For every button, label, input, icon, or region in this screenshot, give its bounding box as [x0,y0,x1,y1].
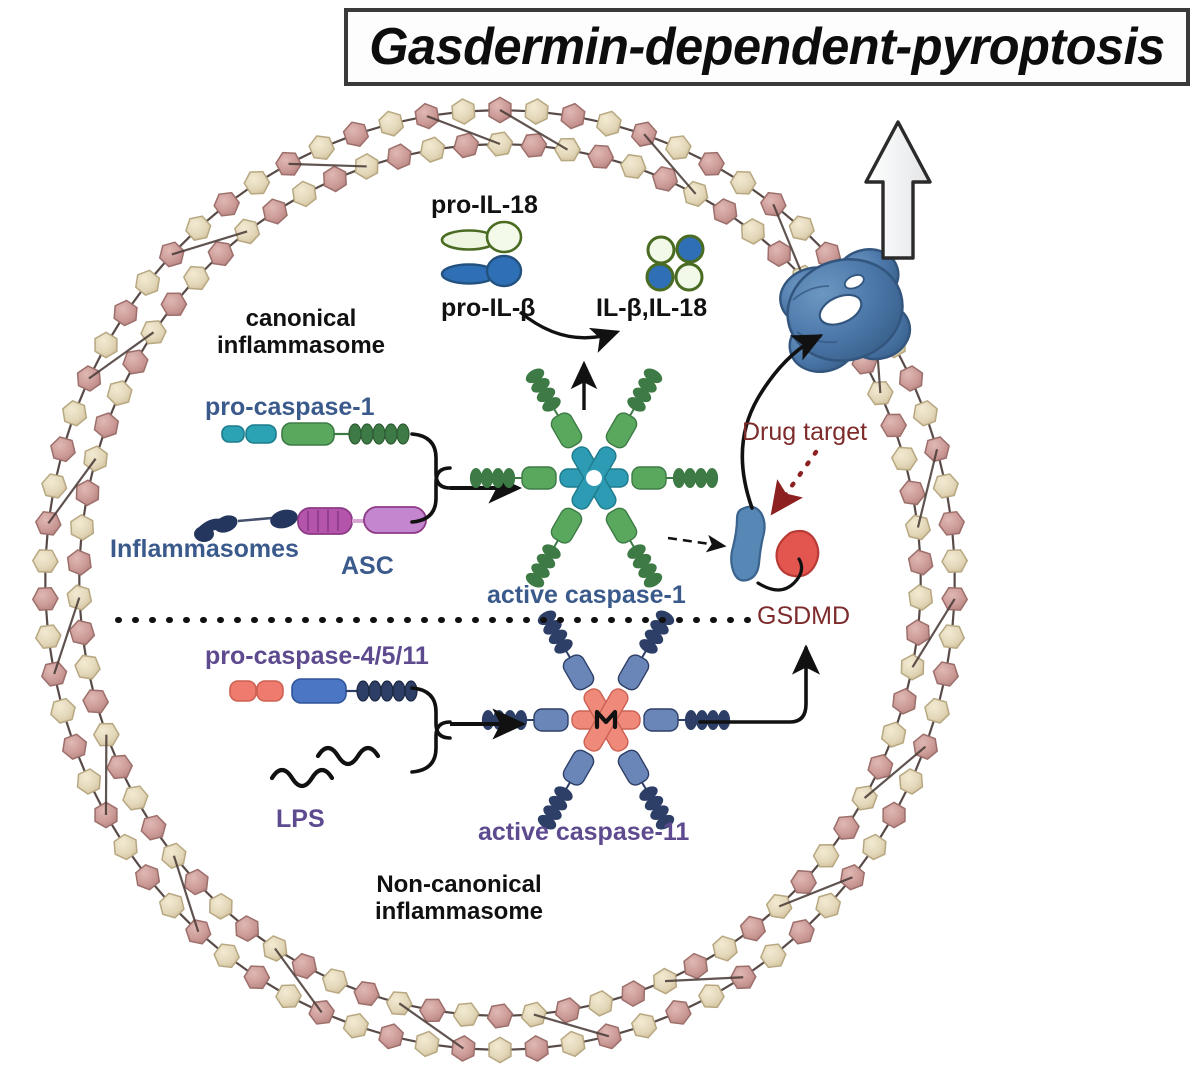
figure-title-box: Gasdermin-dependent-pyroptosis [344,8,1190,86]
label-gsdmd: GSDMD [757,602,851,630]
label-noncanonical-line1: Non-canonical [376,871,542,898]
label-mature-cytokines: IL-β,IL-18 [596,294,708,322]
label-noncanonical-line2: inflammasome [374,897,544,925]
plasma-membrane-icon [31,96,969,1064]
mature-cytokines-icon [645,234,705,292]
label-pro-caspase-1: pro-caspase-1 [205,393,375,421]
pro-il-beta-protein-icon [440,254,523,288]
label-active-caspase-11: active caspase-11 [478,818,690,846]
cytokine-maturation-arrows [518,310,621,410]
gsdmd-to-pore-arrow [740,334,824,510]
active-caspase-1-complex-icon [469,368,719,588]
caspase11-to-gsdmd-arrow [698,644,821,724]
label-canonical-line2: inflammasome [216,331,386,359]
active-caspase-11-complex-icon [481,610,731,830]
drug-target-arrow-icon [770,449,819,516]
pro-caspase-4-5-11-protein-icon [229,678,418,704]
label-lps: LPS [276,805,325,833]
pro-il18-protein-icon [440,220,523,254]
label-pro-il-beta: pro-IL-β [441,294,536,322]
label-pro-caspase-4-5-11: pro-caspase-4/5/11 [205,642,429,670]
gsdmd-protein-icon [730,505,820,592]
noncanonical-assembly-arrow [410,686,526,774]
caspase1-to-gsdmd-arrow [667,534,727,553]
label-active-caspase-1: active caspase-1 [487,581,686,609]
label-asc: ASC [341,552,394,580]
inflammasome-asc-protein-icon [194,506,427,542]
pro-caspase-1-protein-icon [221,422,410,446]
label-non-canonical-inflammasome: Non-canonical inflammasome [337,871,581,926]
release-arrow-icon [864,120,932,260]
page-title: Gasdermin-dependent-pyroptosis [369,18,1165,76]
label-drug-target: Drug target [742,418,868,446]
label-inflammasomes: Inflammasomes [110,535,299,563]
label-pro-il18: pro-IL-18 [431,191,538,219]
label-canonical-inflammasome: canonical inflammasome [181,305,421,360]
label-canonical-line1: canonical [245,305,357,332]
lps-icon [269,745,381,789]
canonical-assembly-arrow [410,432,522,524]
gsdmd-pore-icon [779,248,912,373]
